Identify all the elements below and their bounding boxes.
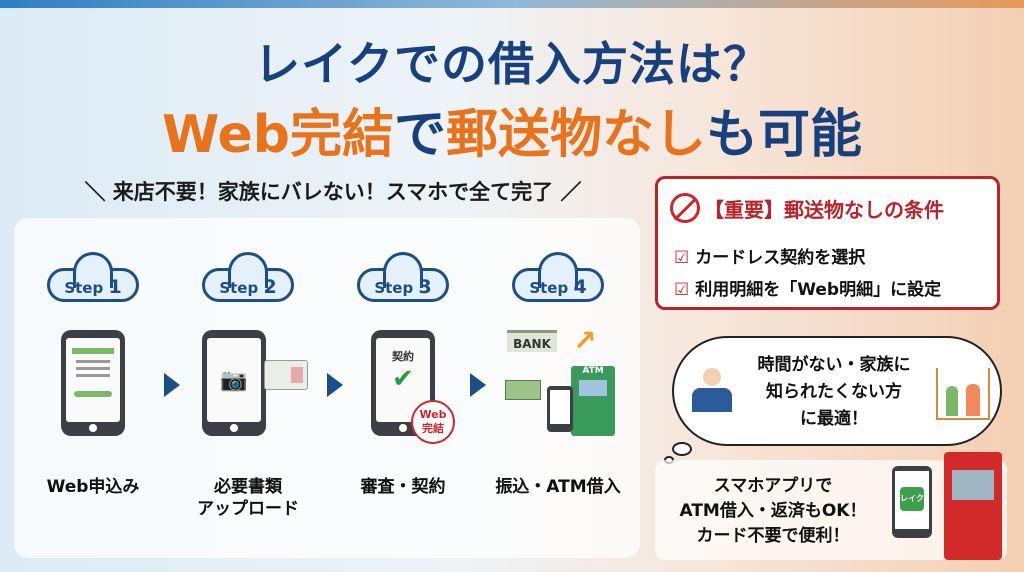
top-accent-bar <box>0 0 1024 8</box>
app-line1: スマホアプリで <box>713 476 833 496</box>
lake-app-icon: レイク <box>900 487 924 511</box>
arrow-right-icon <box>470 373 486 397</box>
step-word: Step <box>219 279 259 297</box>
checkbox-icon: ☑ <box>674 248 690 268</box>
smartphone-app-icon: レイク <box>892 466 932 538</box>
step-number: 2 <box>263 276 277 298</box>
bank-atm-illustration: BANK ↗ ATM <box>483 324 633 436</box>
step-4: Step 4 BANK ↗ ATM 振込・ATM借入 <box>483 250 633 498</box>
step-label-line2: アップロード <box>197 499 299 519</box>
arrow-right-icon <box>327 373 343 397</box>
id-card-icon <box>264 360 308 390</box>
bubble-line3: に最適！ <box>800 409 868 429</box>
thought-bubble: 時間がない・家族に知られたくない方に最適！ <box>672 336 1002 446</box>
title-possible: も可能 <box>706 105 863 165</box>
smartphone-camera-icon: 📷 <box>202 330 308 436</box>
step-number: 4 <box>573 276 587 298</box>
step-word: Step <box>64 279 104 297</box>
no-mail-icon <box>670 193 700 223</box>
conditions-heading: 【重要】郵送物なしの条件 <box>704 197 944 222</box>
family-house-icon <box>936 368 990 420</box>
step-label: 必要書類アップロード <box>173 476 323 520</box>
condition-item: ☑利用明細を「Web明細」に設定 <box>674 275 941 300</box>
step-label: Web申込み <box>46 477 140 497</box>
camera-icon: 📷 <box>207 338 261 422</box>
step-1: Step 1 Web申込み <box>18 250 168 498</box>
smartphone-icon <box>547 386 573 432</box>
smartphone-form-icon <box>61 330 125 436</box>
bubble-line1: 時間がない・家族に <box>757 355 911 375</box>
checkbox-icon: ☑ <box>674 280 690 300</box>
step-word: Step <box>374 279 414 297</box>
title-web-kanketsu: Web完結 <box>161 105 394 165</box>
bubble-dot <box>672 442 692 456</box>
bubble-line2: 知られたくない方 <box>766 382 902 402</box>
condition-text: 利用明細を「Web明細」に設定 <box>695 280 942 300</box>
step-2: Step 2 📷 必要書類アップロード <box>173 250 323 520</box>
app-line2: ATM借入・返済もOK！ <box>679 501 867 521</box>
condition-item: ☑カードレス契約を選択 <box>674 243 865 268</box>
step-word: Step <box>529 279 569 297</box>
title-line1: レイクでの借入方法は？ <box>253 37 771 91</box>
step-label-line1: 必要書類 <box>214 477 282 497</box>
step-label: 振込・ATM借入 <box>495 477 621 497</box>
step-number: 1 <box>108 276 122 298</box>
arrow-right-icon <box>164 373 180 397</box>
title-line2: Web完結で郵送物なしも可能 <box>0 92 1024 167</box>
title-de: で <box>393 105 446 165</box>
title-no-mail: 郵送物なし <box>445 105 706 165</box>
stamp-line2: 完結 <box>422 422 444 435</box>
businessman-icon <box>692 368 732 418</box>
growth-arrow-icon: ↗ <box>573 324 597 357</box>
atm-label: ATM <box>582 366 604 376</box>
check-icon: ✔ <box>392 364 414 394</box>
cloud-icon: Step 4 <box>512 250 604 302</box>
cloud-icon: Step 2 <box>202 250 294 302</box>
stamp-line1: Web <box>419 408 447 421</box>
contract-text: 契約 <box>392 350 414 363</box>
cloud-icon: Step 1 <box>47 250 139 302</box>
money-icon <box>505 380 541 400</box>
atm-machine-icon <box>944 452 1002 560</box>
condition-text: カードレス契約を選択 <box>695 248 866 268</box>
atm-icon: ATM <box>571 366 615 436</box>
subtitle: ＼ 来店不要！家族にバレない！スマホで全て完了 ／ <box>84 180 582 204</box>
cloud-icon: Step 3 <box>357 250 449 302</box>
step-label: 審査・契約 <box>360 477 446 497</box>
bank-icon: BANK <box>507 330 557 352</box>
step-number: 3 <box>418 276 432 298</box>
app-line3: カード不要で便利！ <box>696 526 850 546</box>
no-mail-conditions-box: 【重要】郵送物なしの条件 ☑カードレス契約を選択 ☑利用明細を「Web明細」に設… <box>655 176 1000 310</box>
